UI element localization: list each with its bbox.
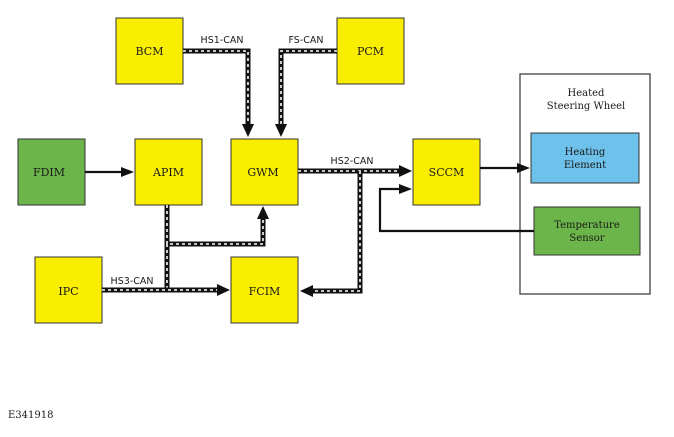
hs1-can-label: HS1-CAN (201, 35, 244, 46)
apim-gwm-link-outer (164, 205, 266, 247)
heating-element-label-line1: Heating (565, 147, 606, 158)
hs2-can-label: HS2-CAN (331, 156, 374, 167)
pcm-label: PCM (357, 45, 384, 58)
sensor-sccm-wire (378, 187, 534, 233)
sccm-heating-arrow-icon (517, 163, 530, 173)
hs3-can-label: HS3-CAN (111, 276, 154, 287)
fs-can-bus-dash (280, 50, 337, 126)
fs-can-bus-outer (278, 48, 337, 126)
fs-can-label: FS-CAN (289, 35, 324, 46)
fs-can-arrow-icon (275, 124, 287, 137)
hs3-can-arrow-icon (217, 284, 230, 296)
temperature-sensor-label-line2: Sensor (569, 233, 604, 244)
gwm-label: GWM (247, 166, 278, 179)
bcm-module-box (115, 17, 184, 85)
fcim-module-box (230, 256, 299, 324)
fdim-apim-arrow-icon (121, 167, 134, 177)
apim-gwm-link-dash (166, 205, 264, 245)
heated-wheel-title-line1: Heated (568, 88, 606, 99)
hs2-can-branch-arrow-icon (300, 285, 313, 297)
fdim-module-box (17, 138, 86, 206)
apim-gwm-arrow-icon (257, 206, 269, 219)
heating-element-label-line2: Element (564, 160, 606, 171)
temperature-sensor-box (533, 206, 641, 256)
hs1-can-arrow-icon (242, 124, 254, 137)
apim-label: APIM (152, 166, 184, 179)
fdim-label: FDIM (33, 166, 65, 179)
hs2-can-branch-dash (312, 171, 361, 292)
pcm-module-box (336, 17, 405, 85)
gwm-module-box (230, 138, 299, 206)
reference-number: E341918 (8, 410, 53, 421)
hs1-can-bus-outer (183, 48, 251, 126)
heated-wheel-title-line2: Steering Wheel (547, 101, 625, 112)
sensor-sccm-arrow-icon (399, 184, 412, 194)
heated-steering-wheel-box (519, 73, 651, 295)
fcim-label: FCIM (249, 285, 281, 298)
ipc-label: IPC (58, 285, 78, 298)
ipc-module-box (34, 256, 103, 324)
hs2-can-arrow-icon (399, 165, 412, 177)
hs1-can-bus-dash (183, 50, 249, 126)
apim-module-box (134, 138, 203, 206)
hs2-can-branch-outer (312, 171, 363, 294)
heating-element-box (530, 132, 640, 184)
bcm-label: BCM (136, 45, 164, 58)
temperature-sensor-label-line1: Temperature (554, 220, 620, 231)
sccm-module-box (412, 138, 481, 206)
sccm-label: SCCM (429, 166, 465, 179)
